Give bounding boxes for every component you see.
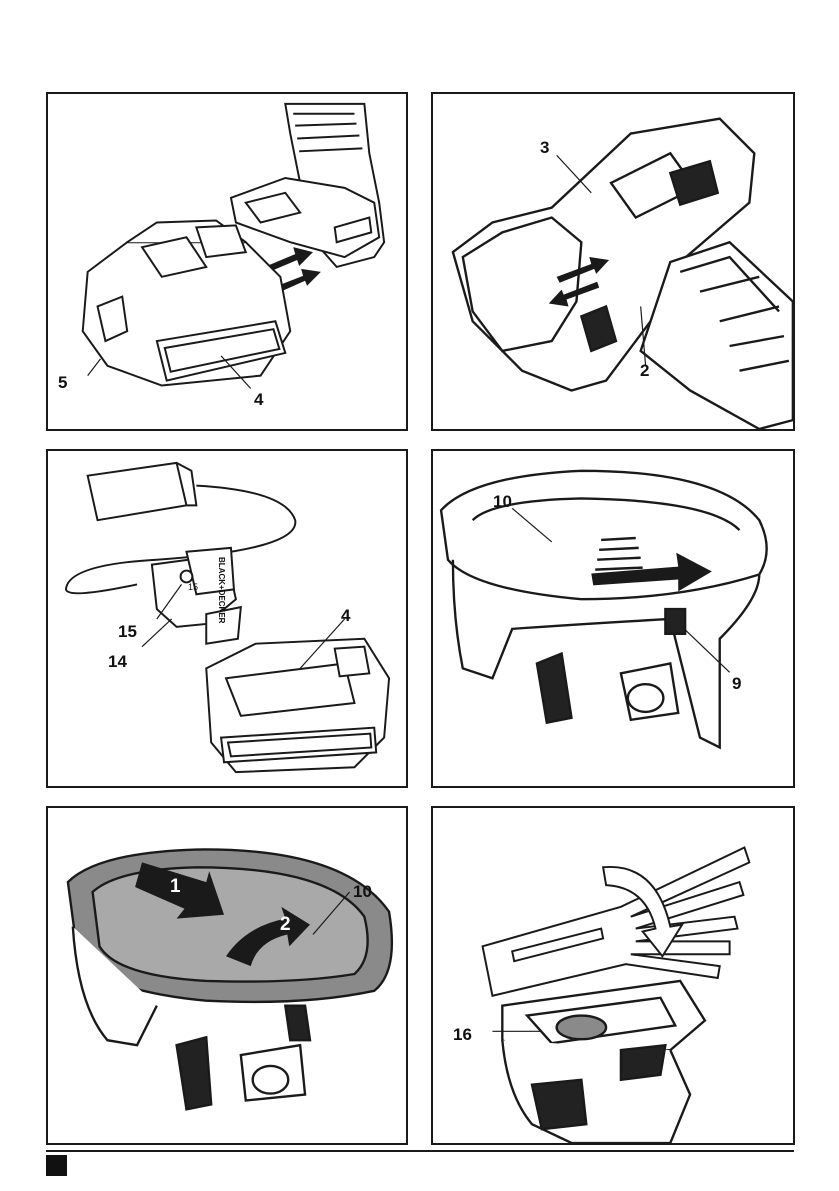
battery-insertion-illustration	[48, 94, 406, 429]
footer-rule	[46, 1150, 794, 1152]
figure-4-cover-slide: 10 9	[431, 449, 795, 788]
callout-4b: 4	[341, 607, 350, 624]
cover-removal-illustration	[48, 808, 406, 1143]
figure-3-charger: BLACK+DECKER 15 15 14 4	[46, 449, 408, 788]
charger-illustration	[48, 451, 406, 786]
blade-fitting-illustration	[433, 808, 793, 1143]
cover-slide-illustration	[433, 451, 793, 786]
head-release-illustration	[433, 94, 793, 429]
page-marker-square	[46, 1155, 67, 1176]
charger-brand-logo: BLACK+DECKER	[217, 557, 226, 623]
figure-2-head-release: 3 2	[431, 92, 795, 431]
step-1-label: 1	[170, 876, 181, 898]
callout-3: 3	[540, 139, 549, 156]
figure-6-blade-fitting: 16	[431, 806, 795, 1145]
callout-10b: 10	[353, 883, 372, 900]
charger-mark-15: 15	[188, 583, 198, 592]
callout-15: 15	[118, 623, 137, 640]
figure-5-cover-removal: 1 2 10	[46, 806, 408, 1145]
callout-9: 9	[732, 675, 741, 692]
callout-14: 14	[108, 653, 127, 670]
callout-5: 5	[58, 374, 67, 391]
figure-1-battery-insertion: 5 4	[46, 92, 408, 431]
callout-16: 16	[453, 1026, 472, 1043]
callout-4: 4	[254, 391, 263, 408]
step-2-label: 2	[280, 914, 291, 936]
callout-10: 10	[493, 493, 512, 510]
callout-2: 2	[640, 362, 649, 379]
